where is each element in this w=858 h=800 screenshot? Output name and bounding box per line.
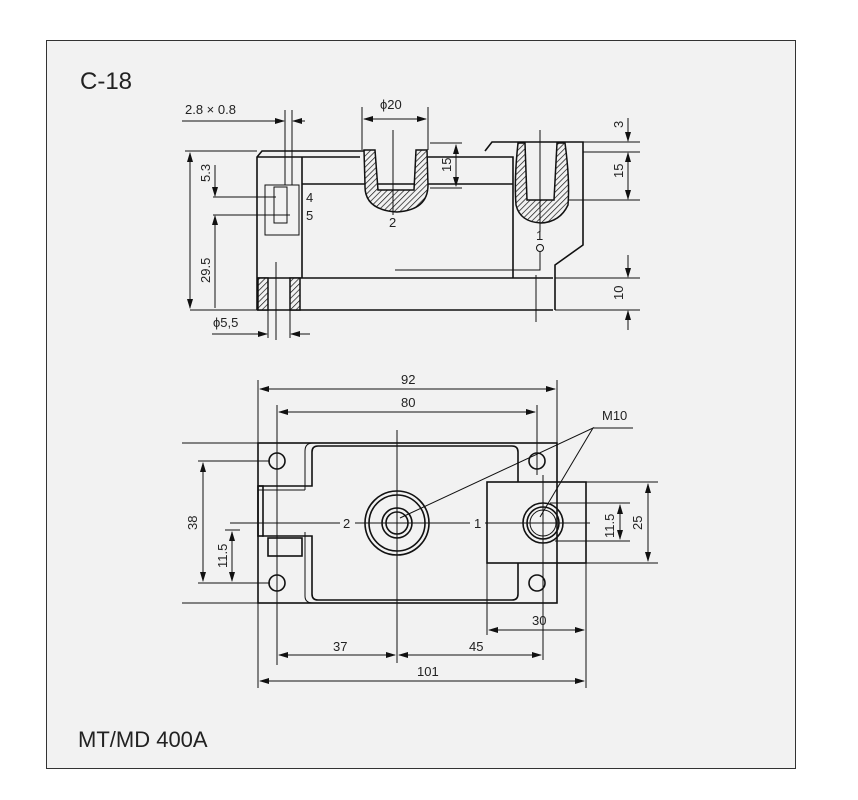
dim-3: 3 bbox=[611, 121, 626, 128]
dim-80: 80 bbox=[401, 395, 415, 410]
terminal-2-label: 2 bbox=[389, 215, 396, 230]
dim-diameter-5-5: ϕ5,5 bbox=[213, 315, 238, 330]
top-view: 92 80 101 37 45 30 38 11.5 11.5 25 M10 2… bbox=[182, 372, 658, 688]
dim-45: 45 bbox=[469, 639, 483, 654]
dim-38: 38 bbox=[185, 516, 200, 530]
drawing-caption: MT/MD 400A bbox=[78, 727, 208, 752]
dim-30: 30 bbox=[532, 613, 546, 628]
terminal-5-label: 5 bbox=[306, 208, 313, 223]
terminal-2-label-top: 2 bbox=[343, 516, 350, 531]
dim-92: 92 bbox=[401, 372, 415, 387]
dim-diameter-20: ϕ20 bbox=[380, 97, 402, 112]
side-view: 2.8 × 0.8 ϕ20 ϕ5,5 5.3 29.5 15 3 15 10 4… bbox=[182, 97, 640, 340]
dim-25: 25 bbox=[630, 516, 645, 530]
dim-101: 101 bbox=[417, 664, 439, 679]
terminal-1-label: 1 bbox=[536, 228, 543, 243]
thread-label-m10: M10 bbox=[602, 408, 627, 423]
dim-37: 37 bbox=[333, 639, 347, 654]
drawing-title: C-18 bbox=[80, 68, 132, 95]
dim-pin-size: 2.8 × 0.8 bbox=[185, 102, 236, 117]
dim-29-5: 29.5 bbox=[198, 258, 213, 283]
terminal-1-label-top: 1 bbox=[474, 516, 481, 531]
mounting-holes bbox=[268, 452, 546, 592]
dim-10: 10 bbox=[611, 286, 626, 300]
terminal-4-label: 4 bbox=[306, 190, 313, 205]
dim-5-3: 5.3 bbox=[198, 164, 213, 182]
dim-11-5-right: 11.5 bbox=[602, 514, 617, 538]
dim-15-right: 15 bbox=[611, 164, 626, 178]
dim-15-left: 15 bbox=[439, 158, 454, 172]
dim-11-5-left: 11.5 bbox=[215, 544, 230, 568]
